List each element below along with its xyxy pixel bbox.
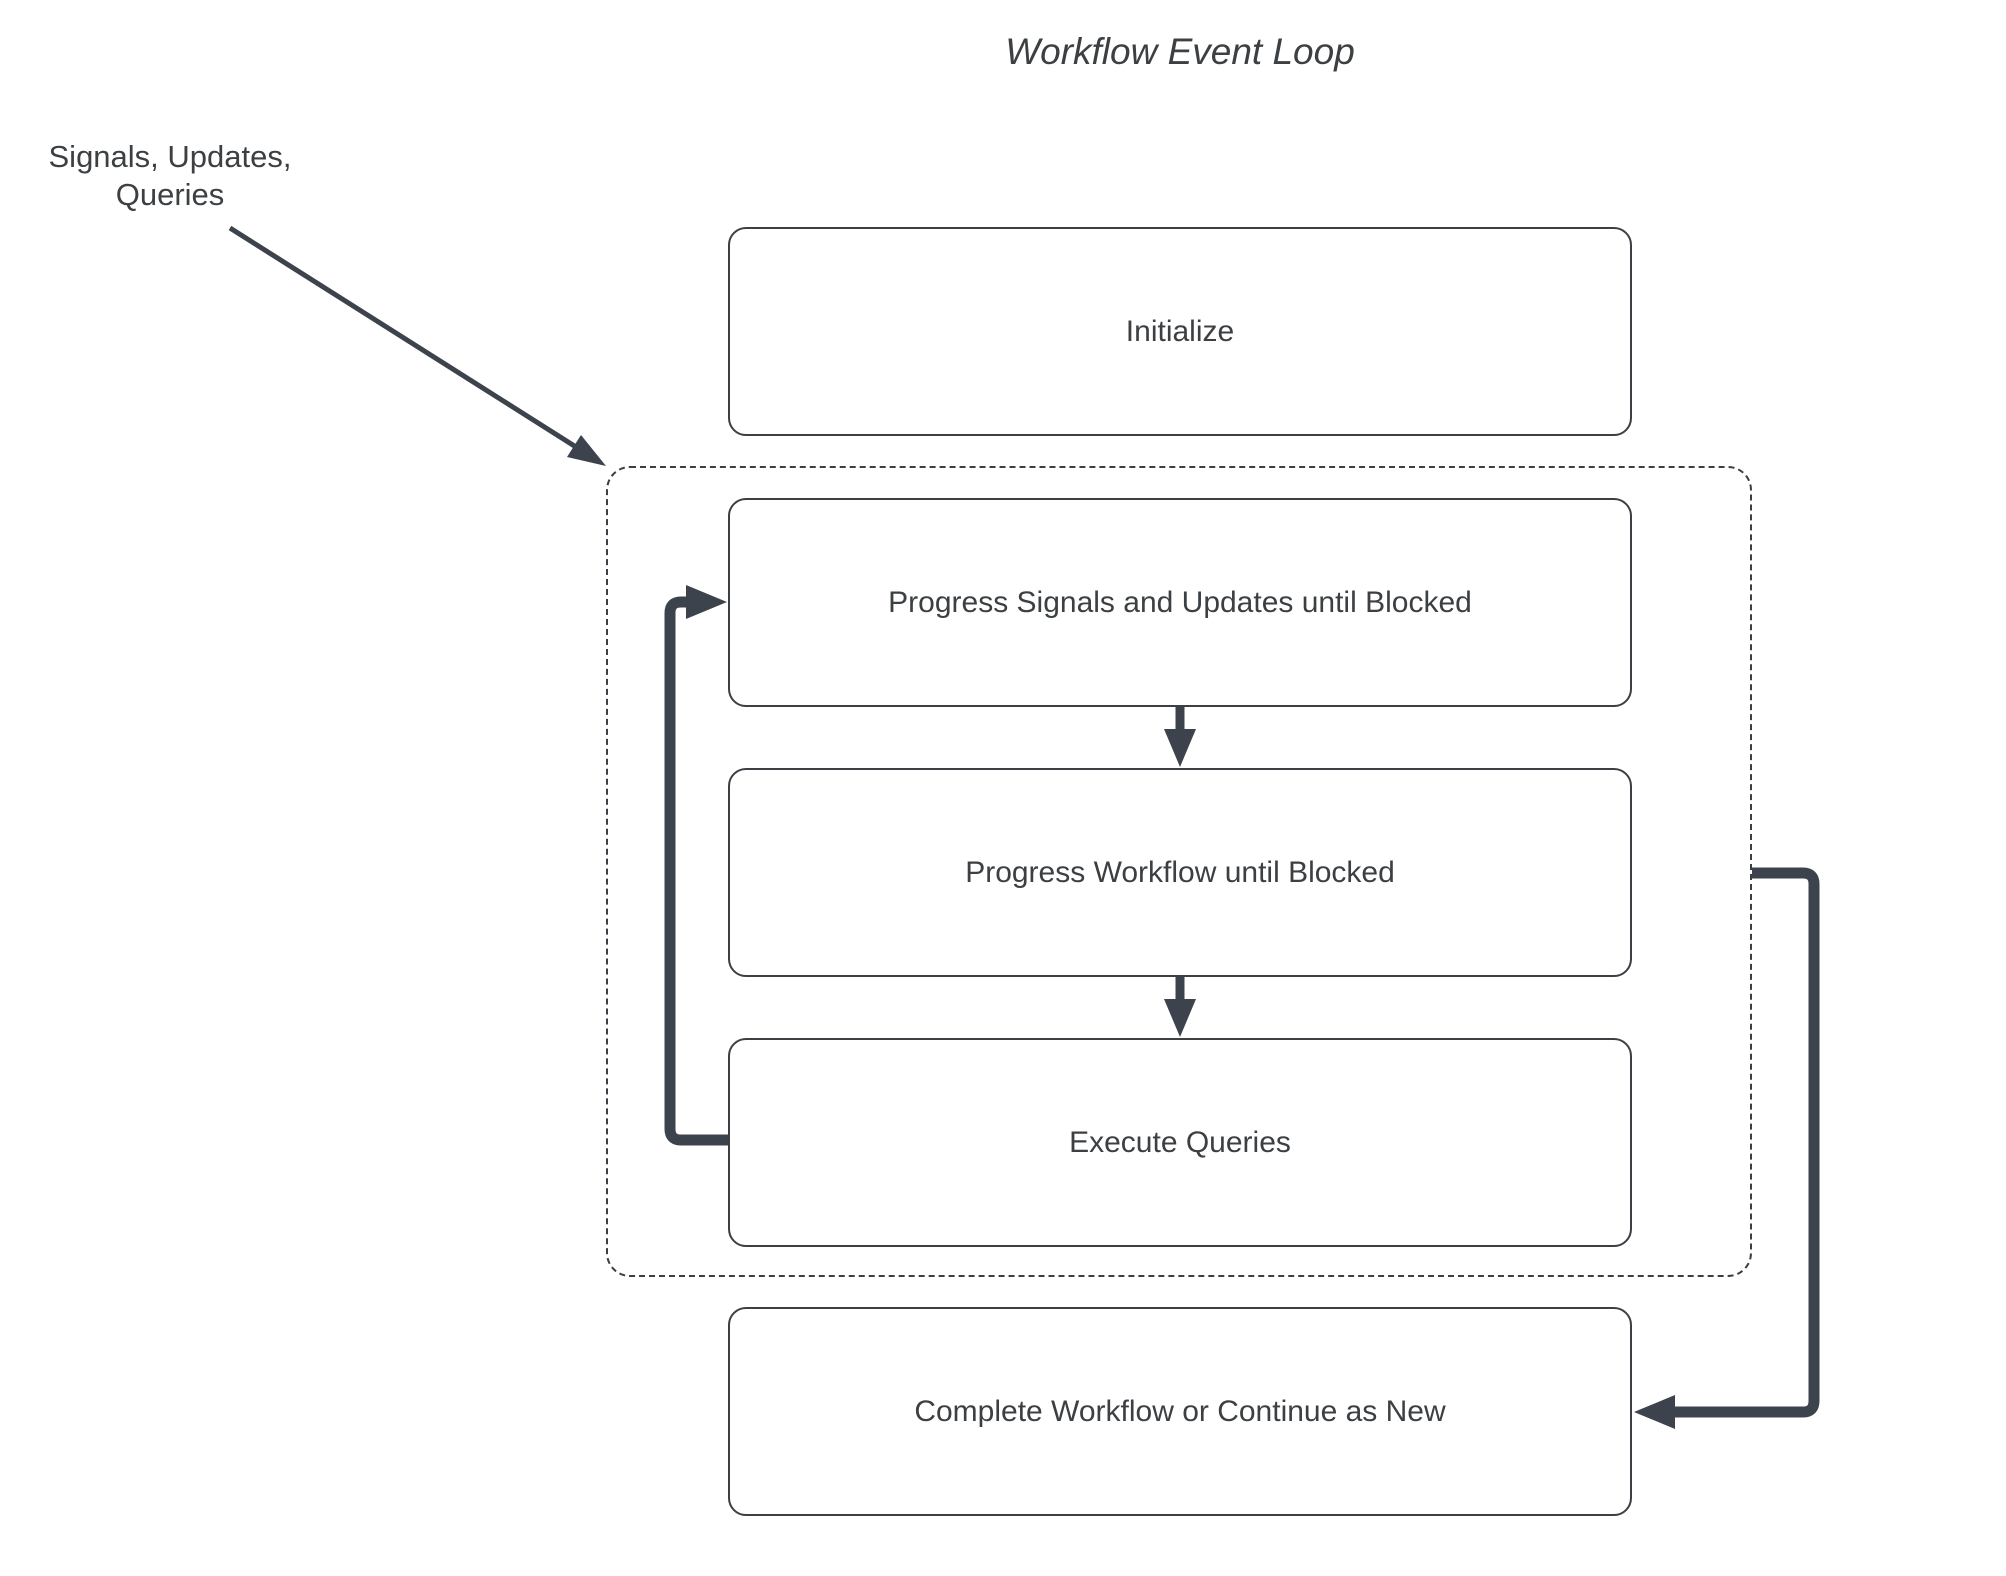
node-execute-queries-label: Execute Queries	[1069, 1125, 1291, 1159]
node-complete-workflow-label: Complete Workflow or Continue as New	[914, 1394, 1446, 1428]
node-progress-workflow: Progress Workflow until Blocked	[728, 768, 1632, 977]
signals-updates-queries-label: Signals, Updates, Queries	[48, 139, 292, 212]
diagram-title: Workflow Event Loop	[1005, 31, 1355, 72]
signals-arrow	[228, 225, 606, 466]
node-initialize-label: Initialize	[1125, 314, 1235, 348]
node-complete-workflow: Complete Workflow or Continue as New	[728, 1307, 1632, 1516]
node-initialize: Initialize	[728, 227, 1632, 436]
node-progress-signals-label: Progress Signals and Updates until Block…	[888, 585, 1472, 619]
node-progress-signals-and-updates: Progress Signals and Updates until Block…	[728, 498, 1632, 707]
node-execute-queries: Execute Queries	[728, 1038, 1632, 1247]
node-progress-workflow-label: Progress Workflow until Blocked	[965, 855, 1395, 889]
